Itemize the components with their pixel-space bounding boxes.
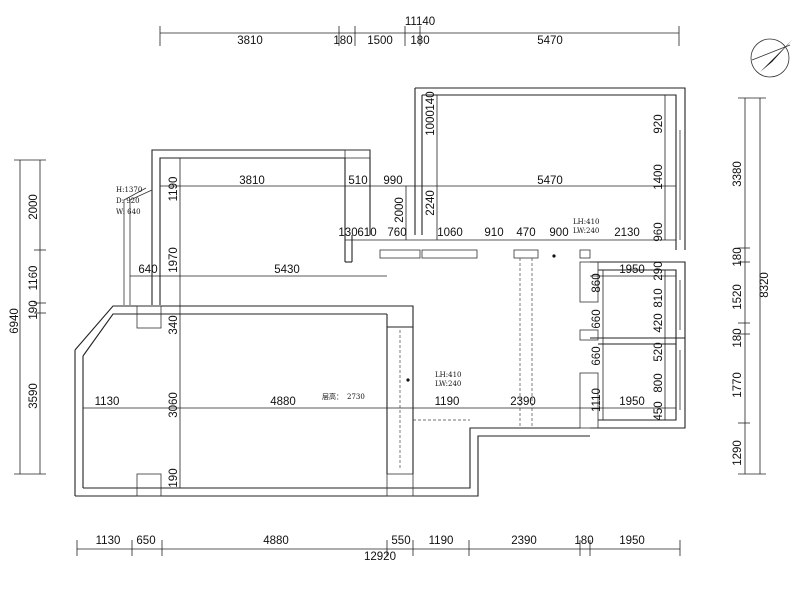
- bottom-dim-2: 650: [136, 535, 155, 547]
- bottom-dim-4: 550: [391, 535, 410, 547]
- dim-3810-inner: 3810: [239, 175, 265, 187]
- dim-810-v: 810: [653, 288, 665, 307]
- dim-140: 140: [425, 91, 437, 110]
- bottom-dim-6: 2390: [511, 535, 537, 547]
- dim-2000-v: 2000: [394, 197, 406, 223]
- dim-990: 990: [383, 175, 402, 187]
- right-dim-6: 1290: [732, 440, 744, 466]
- right-dim-1: 3380: [732, 161, 744, 187]
- window-note: H:1370 D: 920 W: 640: [116, 186, 142, 216]
- lh-lower-line2: LW:240: [435, 380, 461, 388]
- dim-760: 760: [387, 227, 406, 239]
- window-note-h: H:1370: [116, 186, 142, 194]
- dim-upper-right-960: 960: [653, 222, 665, 241]
- dim-1060: 1060: [437, 227, 463, 239]
- dim-900: 900: [549, 227, 568, 239]
- top-dim-3: 1500: [367, 35, 393, 47]
- window-note-w: W: 640: [116, 208, 141, 216]
- ceiling-height-note: 层高： 2730: [322, 392, 365, 401]
- lh-note-lower: LH:410 LW:240: [406, 371, 461, 388]
- ceiling-label: 层高：: [322, 392, 343, 401]
- bottom-dim-1: 1130: [96, 535, 121, 547]
- bottom-dim-3: 4880: [263, 535, 289, 547]
- lh-note-upper: LH:410 LW:240: [552, 218, 599, 258]
- dim-660-upper: 660: [591, 309, 603, 328]
- dim-860-v: 860: [591, 273, 603, 292]
- lh-upper-line1: LH:410: [573, 218, 599, 226]
- dim-340-v: 340: [168, 315, 180, 334]
- bottom-total-dim: 12920: [364, 551, 396, 563]
- dim-640: 640: [138, 264, 157, 276]
- walls: [74, 87, 686, 497]
- top-dim-2: 180: [333, 35, 352, 47]
- dim-1110-v: 1110: [591, 388, 603, 412]
- dim-1130-inner: 1130: [95, 396, 120, 408]
- right-dim-2: 180: [732, 247, 744, 266]
- lh-upper-line2: LW:240: [573, 227, 599, 235]
- dim-290-v: 290: [653, 261, 665, 280]
- dim-2240: 2240: [425, 190, 437, 216]
- dim-1970-v: 1970: [168, 247, 180, 273]
- dim-4880-inner: 4880: [270, 396, 296, 408]
- interior-dims: 5470 920 1400 960 2240 1000 140 3810 510…: [95, 91, 665, 487]
- bottom-dim-7: 180: [574, 535, 593, 547]
- right-total-dim: 8320: [759, 272, 771, 298]
- left-dimension-chain: 6940 2000 1160 190 3590: [9, 159, 46, 475]
- dim-420-v: 420: [653, 313, 665, 332]
- right-dim-5: 1770: [732, 372, 744, 398]
- marker-dot-upper: [552, 254, 556, 258]
- dim-upper-right-width: 5470: [537, 175, 563, 187]
- dim-910: 910: [484, 227, 503, 239]
- right-dimension-chain: 3380 180 1520 180 1770 1290 8320: [732, 97, 771, 475]
- dim-190-v: 190: [168, 468, 180, 487]
- dim-2390-inner: 2390: [510, 396, 536, 408]
- interior-dim-lines: [83, 95, 676, 488]
- ceiling-value: 2730: [347, 393, 365, 401]
- left-dim-2: 1160: [28, 266, 40, 291]
- left-dim-1: 2000: [28, 194, 40, 220]
- right-dim-3: 1520: [732, 284, 744, 310]
- top-dim-5: 5470: [537, 35, 563, 47]
- dim-3060-v: 3060: [168, 392, 180, 418]
- top-dim-1: 3810: [237, 35, 263, 47]
- dim-1950-lower: 1950: [619, 396, 645, 408]
- top-total-dim: 11140: [405, 16, 435, 28]
- dim-upper-right-1400: 1400: [653, 164, 665, 190]
- dim-660-lower: 660: [591, 346, 603, 365]
- dim-510: 510: [348, 175, 367, 187]
- dim-1950-upper: 1950: [619, 264, 645, 276]
- top-dim-4: 180: [410, 35, 429, 47]
- dim-610: 610: [357, 227, 376, 239]
- bottom-dim-5: 1190: [429, 535, 454, 547]
- lh-lower-line1: LH:410: [435, 371, 461, 379]
- dim-1190-v: 1190: [168, 177, 180, 202]
- dim-450-v: 450: [653, 401, 665, 420]
- dim-upper-right-920: 920: [653, 114, 665, 133]
- right-dim-4: 180: [732, 328, 744, 347]
- dim-1190-inner: 1190: [435, 396, 460, 408]
- window-note-d: D: 920: [116, 197, 140, 205]
- dim-2130: 2130: [614, 227, 640, 239]
- left-dim-3: 190: [28, 300, 40, 319]
- bottom-dimension-chain: 1130 650 4880 550 1190 2390 180 1950 129…: [76, 535, 681, 563]
- left-total-dim: 6940: [9, 308, 21, 334]
- left-dim-4: 3590: [28, 383, 40, 409]
- dim-470: 470: [516, 227, 535, 239]
- north-arrow-icon: [750, 38, 792, 78]
- dim-520-v: 520: [653, 342, 665, 361]
- dim-130: 130: [338, 227, 357, 239]
- marker-dot-lower: [406, 378, 410, 382]
- dim-5430: 5430: [274, 264, 300, 276]
- dim-800-v: 800: [653, 373, 665, 392]
- top-dimension-chain: 11140 3810 180 1500 180 5470: [159, 16, 680, 47]
- bottom-dim-8: 1950: [619, 535, 645, 547]
- dim-1000: 1000: [425, 110, 437, 136]
